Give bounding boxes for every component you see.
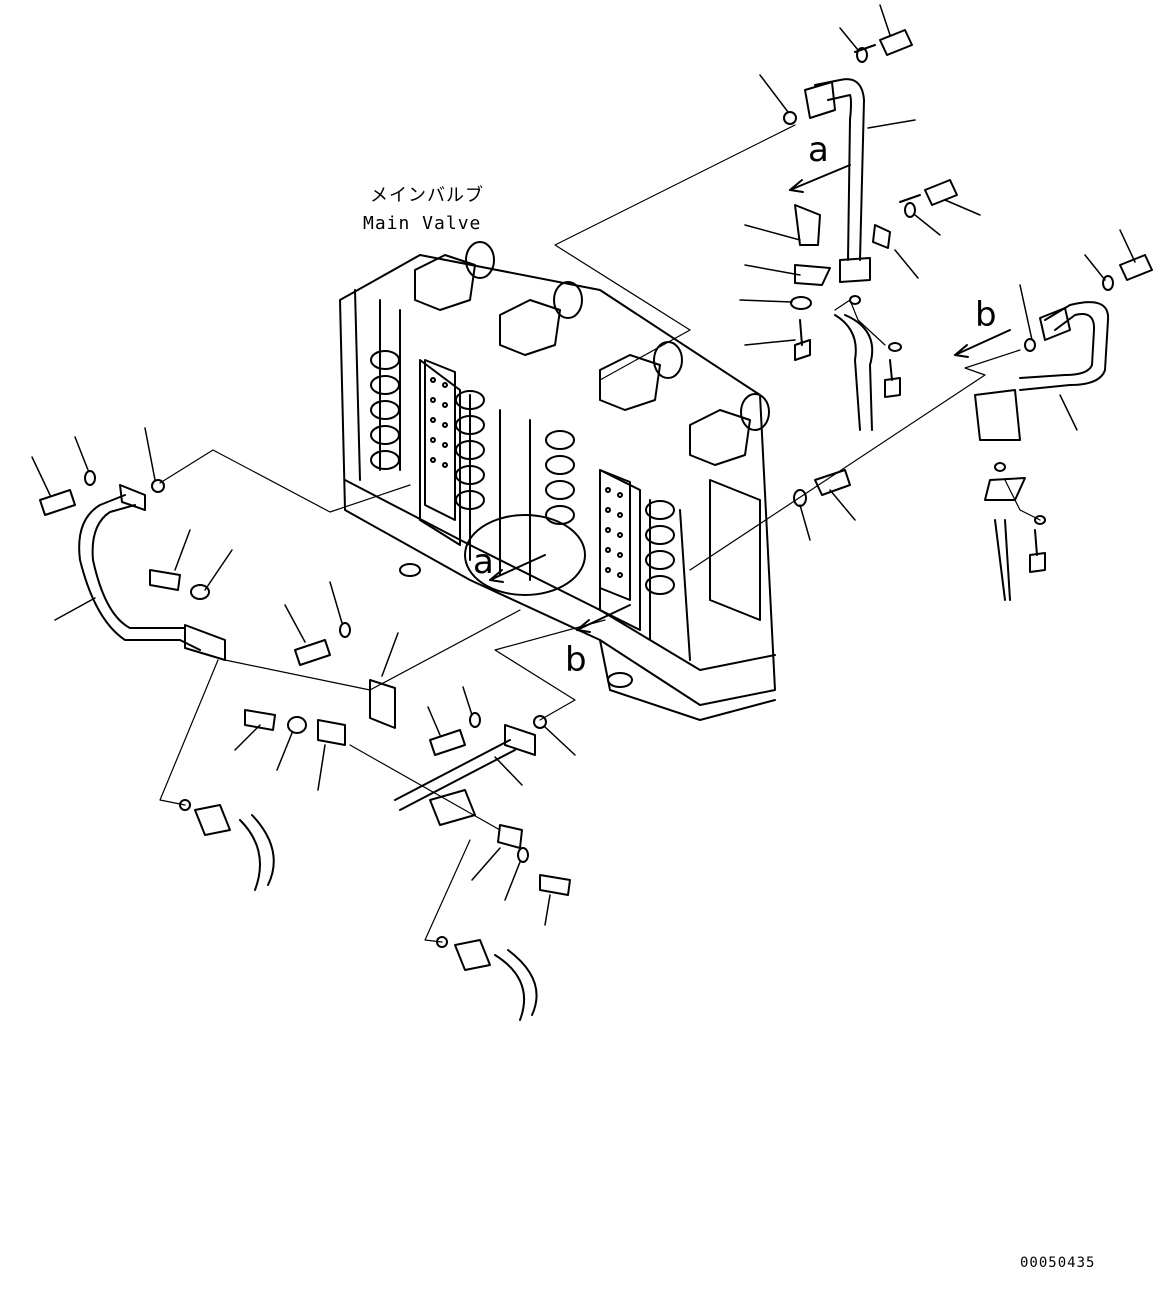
solenoid-2	[499, 281, 583, 356]
bolt-6	[149, 569, 181, 591]
bolt-1	[854, 29, 913, 56]
bolt-8	[244, 709, 276, 731]
bolt-3	[1119, 254, 1153, 281]
port-plate-1	[424, 359, 456, 521]
view-label-b-body: b	[565, 640, 587, 680]
main-valve-body	[339, 241, 776, 721]
bolt-9	[429, 729, 466, 756]
spool-stack-left	[370, 350, 485, 510]
pipe-left	[78, 484, 226, 661]
brackets	[317, 204, 891, 849]
pipe-lower-middle	[394, 724, 536, 826]
view-label-a-upper: a	[808, 130, 829, 170]
port-cover	[464, 514, 586, 596]
view-label-a-body: a	[473, 542, 494, 582]
washers	[84, 47, 1114, 948]
port-plate-2	[599, 469, 631, 601]
view-label-b-right: b	[975, 295, 997, 335]
bolt-7	[294, 639, 331, 666]
bolt-13	[1029, 529, 1046, 573]
leader-lines	[31, 4, 1136, 926]
spool-stack-right	[545, 430, 675, 595]
main-valve-label-jp: メインバルブ	[370, 185, 484, 206]
hose-bottom	[454, 939, 538, 1021]
pipe-upper-right	[804, 78, 874, 431]
solenoid-4	[689, 393, 770, 466]
drawing-number: 00050435	[1020, 1255, 1096, 1271]
bolt-10	[539, 874, 571, 896]
hose-left	[194, 804, 275, 891]
pipe-right	[974, 301, 1110, 601]
main-valve-label-en: Main Valve	[363, 213, 482, 234]
bolt-4	[814, 469, 851, 496]
bolt-12	[884, 359, 901, 398]
direction-arrows	[489, 164, 1011, 633]
solenoid-3	[599, 341, 683, 411]
bolt-2	[899, 179, 958, 206]
bolt-11	[794, 319, 811, 361]
bolt-5	[39, 489, 76, 516]
solenoid-1	[414, 241, 495, 311]
connection-lines	[159, 124, 1041, 943]
